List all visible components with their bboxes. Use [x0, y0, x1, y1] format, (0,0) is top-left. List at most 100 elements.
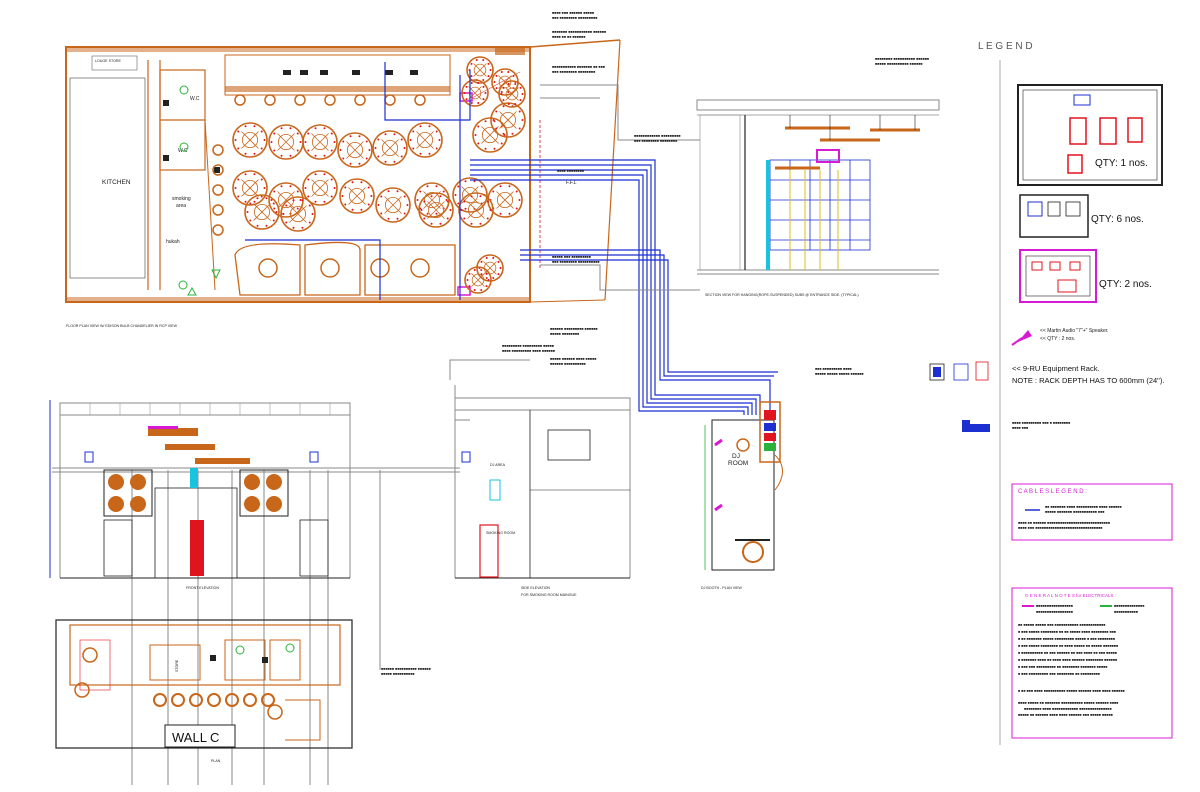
wall-c-stools	[74, 647, 283, 720]
round-table	[461, 79, 489, 107]
svg-text:■■■■■■■■■■■: ■■■■■■■■■■■	[1114, 610, 1138, 614]
wc-label-1: W.C	[190, 96, 200, 102]
svg-text:■■■■■■■■ ■■■■ ■■■■■■■■■■■■ ■■■: ■■■■■■■■ ■■■■ ■■■■■■■■■■■■ ■■■■■■■■■■■■■…	[1024, 707, 1112, 711]
dj-booth-plan: DJ ROOM DJ BOOTH - PLAN VIEW	[701, 401, 783, 590]
svg-text:■■■■■■ ■■■■■■■■■■: ■■■■■■ ■■■■■■■■■■	[550, 362, 586, 366]
svg-text:■■■ ■■■■■■■■ ■■■■■■■■: ■■■ ■■■■■■■■ ■■■■■■■■	[552, 70, 595, 74]
round-table	[498, 80, 526, 108]
svg-text:■ ■■■ ■■■■■ ■■■■■■■■ ■■ ■■■■ ■: ■ ■■■ ■■■■■ ■■■■■■■■ ■■ ■■■■ ■■■■■ ■■ ■■…	[1018, 644, 1118, 648]
svg-text:■■■■■■■■■■■■ ■■■■■■■■■: ■■■■■■■■■■■■ ■■■■■■■■■	[634, 134, 681, 138]
svg-text:■■■■■ ■■■■■■ ■■■■ ■■■■■: ■■■■■ ■■■■■■ ■■■■ ■■■■■	[550, 357, 596, 361]
elevation-speaker-clusters	[108, 474, 282, 512]
floor-plan: LOUGE STORE KITCHEN W.C W.C smoking area…	[65, 39, 621, 328]
speaker-disc	[244, 474, 260, 490]
svg-text:■■■■■ ■■ ■■■■■■ ■■■■ ■■■■ ■■■■: ■■■■■ ■■ ■■■■■■ ■■■■ ■■■■ ■■■■■■ ■■■ ■■■…	[1018, 713, 1113, 717]
ffl-label: F.F.L	[566, 180, 577, 186]
stool	[384, 94, 396, 106]
stool	[294, 94, 306, 106]
front-elevation-caption: FRONT ELEVATION	[186, 586, 219, 590]
bar-stool	[261, 693, 275, 707]
round-table	[487, 182, 523, 218]
round-table	[466, 56, 494, 84]
svg-text:■■■■ ■■■ ■■■■■■■■■■■■■■■■■■■■■: ■■■■ ■■■ ■■■■■■■■■■■■■■■■■■■■■■■■■■■■■■■	[1018, 526, 1102, 530]
round-table	[268, 124, 304, 160]
stool	[212, 204, 224, 216]
kitchen-label: KITCHEN	[102, 179, 131, 186]
round-table	[472, 117, 508, 153]
floor-plan-caption: FLOOR PLAN VIEW W/ EDISON BULB CHANDELIE…	[66, 324, 178, 328]
legend-qty-1: QTY: 1 nos.	[1095, 158, 1148, 169]
smoking-label: smoking	[172, 196, 191, 202]
dj-room-label-1: DJ	[732, 453, 740, 460]
front-elevation: FRONT ELEVATION	[49, 400, 351, 590]
round-table	[302, 124, 338, 160]
round-table	[244, 194, 280, 230]
stool	[212, 224, 224, 236]
section-view-caption: SECTION VIEW FOR HANGING(ROPE-SUSPENDED)…	[705, 293, 859, 297]
booth-table	[258, 258, 278, 278]
svg-text:■ ■■ ■■■ ■■■■ ■■■■■■■■■■ ■■■■■: ■ ■■ ■■■ ■■■■ ■■■■■■■■■■ ■■■■■ ■■■■■■ ■■…	[1018, 689, 1125, 693]
svg-text:■■■■ ■■■■■ ■■ ■■■■■■■ ■■■■■■■■: ■■■■ ■■■■■ ■■ ■■■■■■■ ■■■■■■■■■■ ■■■■■ ■…	[1018, 701, 1118, 705]
stool	[354, 94, 366, 106]
round-table	[232, 170, 268, 206]
booth-table	[410, 258, 430, 278]
stool	[264, 94, 276, 106]
dj-room-label-2: ROOM	[728, 460, 748, 467]
round-table	[418, 192, 454, 228]
round-table	[372, 130, 408, 166]
round-table	[458, 192, 494, 228]
svg-text:■■■■■■■■■■■■■■■■■: ■■■■■■■■■■■■■■■■■	[1036, 604, 1073, 608]
svg-text:■■■■ ■■ ■■ ■■■■■■: ■■■■ ■■ ■■ ■■■■■■	[552, 35, 585, 39]
round-table	[464, 266, 492, 294]
svg-text:■■■■■ ■■■■■■■■: ■■■■■ ■■■■■■■■	[550, 332, 579, 336]
svg-text:■■■■■ ■■■■■■■ ■■■■■■■■■■■ ■■■: ■■■■■ ■■■■■■■ ■■■■■■■■■■■ ■■■	[1045, 510, 1104, 514]
wall-c-store-label: STORE	[175, 659, 179, 672]
speaker-disc	[244, 496, 260, 512]
svg-text:■■■■■■ ■■■■■■■■■ ■■■■■■: ■■■■■■ ■■■■■■■■■ ■■■■■■	[550, 327, 598, 331]
svg-text:■■■■■■■ ■■■■■■■■■■■ ■■■■■■: ■■■■■■■ ■■■■■■■■■■■ ■■■■■■	[552, 30, 606, 34]
bar-stool	[171, 693, 185, 707]
lounge-store-label: LOUGE STORE	[95, 59, 121, 63]
svg-text:■■■■ ■■■■■■■■: ■■■■ ■■■■■■■■	[557, 169, 584, 173]
svg-text:■■■■■■■■■■■■■■: ■■■■■■■■■■■■■■	[1114, 604, 1144, 608]
svg-text:■■■ ■■■■■■■■ ■■■■■■■■: ■■■ ■■■■■■■■ ■■■■■■■■	[634, 139, 677, 143]
smoking-room-label: SMOKING ROOM	[486, 531, 515, 535]
svg-text:■■■■■ ■■■■■■■■■■: ■■■■■ ■■■■■■■■■■	[381, 672, 415, 676]
round-table	[407, 122, 443, 158]
svg-text:■■■■ ■■■■■■■■■ ■■■■ ■■■■■■: ■■■■ ■■■■■■■■■ ■■■■ ■■■■■■	[502, 349, 555, 353]
svg-text:■■■■ ■■■: ■■■■ ■■■	[1012, 426, 1028, 430]
svg-text:■ ■■ ■■■■■■■ ■■■■■ ■■■■■■■■■ ■: ■ ■■ ■■■■■■■ ■■■■■ ■■■■■■■■■ ■■■■■ ■ ■■■…	[1018, 637, 1115, 641]
general-notes-title: G E N E R A L N O T E S for ELECTRICALS …	[1025, 593, 1116, 598]
svg-text:■■■■■ ■■■■■■■■■■ ■■■■■■: ■■■■■ ■■■■■■■■■■ ■■■■■■	[875, 62, 923, 66]
bar-stool	[243, 693, 257, 707]
speaker-cabling	[245, 62, 778, 415]
stool	[414, 94, 426, 106]
svg-text:■ ■■■ ■■■■■■■■■ ■■■ ■■■■■■■■ ■: ■ ■■■ ■■■■■■■■■ ■■■ ■■■■■■■■ ■■ ■■■■■■■■…	[1018, 672, 1100, 676]
speaker-disc	[108, 496, 124, 512]
svg-text:■■■■■■■■ ■■■■■■■■■■ ■■■■■■: ■■■■■■■■ ■■■■■■■■■■ ■■■■■■	[875, 57, 929, 61]
svg-text:■■ ■■■■■ ■■■■■ ■■■ ■■■■■■■■■■■: ■■ ■■■■■ ■■■■■ ■■■ ■■■■■■■■■■■ ■■■■■■■■■…	[1018, 623, 1105, 627]
round-table	[491, 68, 519, 96]
svg-text:■■■ ■■■■■■■■ ■■■■■■■■■■: ■■■ ■■■■■■■■ ■■■■■■■■■■	[552, 260, 600, 264]
speaker-note-2: << QTY : 2 nos.	[1040, 336, 1075, 342]
hukah-label: hukah	[166, 239, 180, 245]
cables-legend-title: C A B L E S L E G E N D :	[1018, 489, 1087, 495]
bar-stool	[207, 693, 221, 707]
rack-depth-note: NOTE : RACK DEPTH HAS TO 600mm (24").	[1012, 376, 1164, 385]
rack-icons	[929, 361, 990, 432]
legend-panel: L E G E N D QTY: 1 nos. QTY: 6 nos. QTY:…	[929, 41, 1173, 745]
rack-note: << 9-RU Equipment Rack.	[1012, 364, 1100, 373]
stool	[212, 144, 224, 156]
round-table	[414, 182, 450, 218]
svg-text:■■■ ■■■■■■■■ ■■■■■■■■■: ■■■ ■■■■■■■■ ■■■■■■■■■	[552, 16, 597, 20]
area-label: area	[176, 203, 186, 209]
stool	[212, 164, 224, 176]
stool	[212, 184, 224, 196]
svg-text:■■ ■■■■■■■ ■■■■ ■■■■■■■■■■ ■■■: ■■ ■■■■■■■ ■■■■ ■■■■■■■■■■ ■■■■ ■■■■■■	[1045, 505, 1122, 509]
svg-text:■ ■■■■■■■■■■ ■■ ■■■ ■■■■■■ ■■: ■ ■■■■■■■■■■ ■■ ■■■ ■■■■■■ ■■ ■■■ ■■■■ ■…	[1018, 651, 1117, 655]
round-table	[490, 102, 526, 138]
legend-title: L E G E N D	[978, 41, 1033, 52]
round-table	[375, 187, 411, 223]
speaker-disc	[266, 496, 282, 512]
